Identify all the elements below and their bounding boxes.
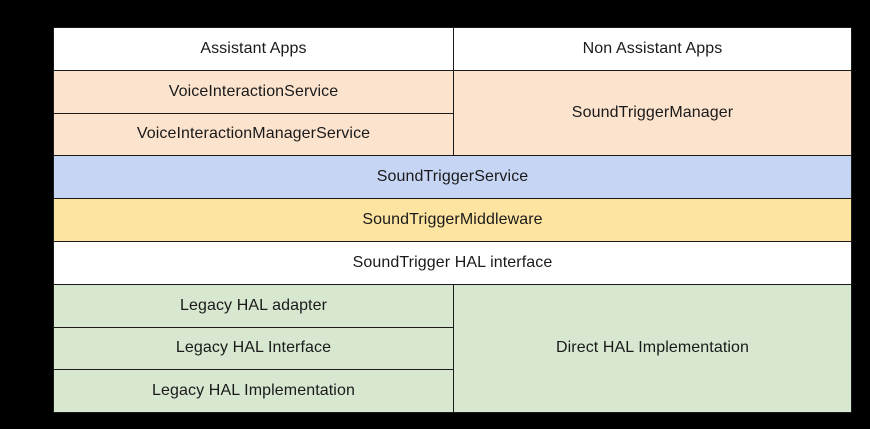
column-header-assistant-apps: Assistant Apps xyxy=(53,27,454,71)
table-row-soundtrigger-service: SoundTriggerService xyxy=(53,155,852,200)
cell-direct-hal-implementation: Direct HAL Implementation xyxy=(453,283,852,414)
column-header-non-assistant-apps: Non Assistant Apps xyxy=(453,27,852,71)
cell-legacy-hal-adapter: Legacy HAL adapter xyxy=(53,283,454,328)
cell-soundtrigger-middleware: SoundTriggerMiddleware xyxy=(53,198,852,242)
cell-legacy-hal-interface: Legacy HAL Interface xyxy=(53,326,454,371)
table-row-voice-interaction-manager-service: VoiceInteractionManagerService xyxy=(53,112,852,157)
table-row-soundtrigger-middleware: SoundTriggerMiddleware xyxy=(53,198,852,242)
cell-soundtrigger-manager: SoundTriggerManager xyxy=(453,69,852,157)
cell-soundtrigger-hal-interface: SoundTrigger HAL interface xyxy=(53,240,852,285)
table-row-soundtrigger-hal-interface: SoundTrigger HAL interface xyxy=(53,240,852,285)
cell-voice-interaction-service: VoiceInteractionService xyxy=(53,69,454,114)
table-row-legacy-hal-adapter: Legacy HAL adapter Direct HAL Implementa… xyxy=(53,283,852,414)
cell-legacy-hal-implementation: Legacy HAL Implementation xyxy=(53,369,454,414)
table-row-legacy-hal-interface: Legacy HAL Interface xyxy=(53,326,852,371)
cell-soundtrigger-service: SoundTriggerService xyxy=(53,155,852,200)
table-row-legacy-hal-implementation: Legacy HAL Implementation xyxy=(53,369,852,414)
table-row-voice-interaction-service: VoiceInteractionService SoundTriggerMana… xyxy=(53,69,852,157)
layer-rows: Assistant Apps Non Assistant Apps VoiceI… xyxy=(53,27,852,414)
cell-voice-interaction-manager-service: VoiceInteractionManagerService xyxy=(53,112,454,157)
soundtrigger-layer-table: Assistant Apps Non Assistant Apps VoiceI… xyxy=(53,27,852,414)
table-row-header: Assistant Apps Non Assistant Apps xyxy=(53,27,852,71)
